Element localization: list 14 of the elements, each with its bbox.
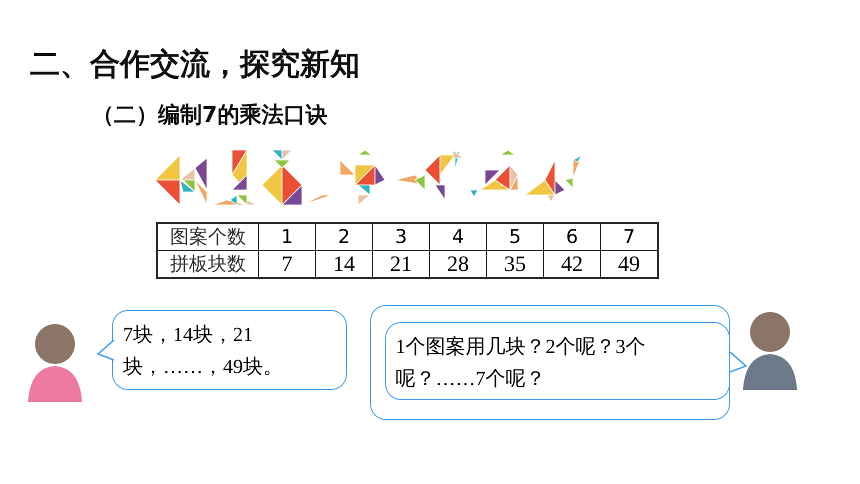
speech-bubble <box>384 322 730 400</box>
bubble-text: 7块，14块，21块，……，49块。 <box>123 324 283 378</box>
slide-title: 二、合作交流，探究新知 <box>30 46 360 84</box>
speech-bubble <box>112 310 347 390</box>
table-value: 4 <box>430 223 486 250</box>
speech-bubble-background <box>370 305 730 420</box>
bubble-text: 1个图案用几块？2个呢？3个呢？……7个呢？ <box>396 336 646 390</box>
row-header: 图案个数 <box>157 223 258 250</box>
table-value: 1 <box>258 223 316 250</box>
table-value: 5 <box>486 223 544 250</box>
section-heading: （二）编制7的乘法口诀 <box>92 102 328 130</box>
table-value: 2 <box>316 223 372 250</box>
table-value: 3 <box>372 223 430 250</box>
table-value: 6 <box>544 223 600 250</box>
